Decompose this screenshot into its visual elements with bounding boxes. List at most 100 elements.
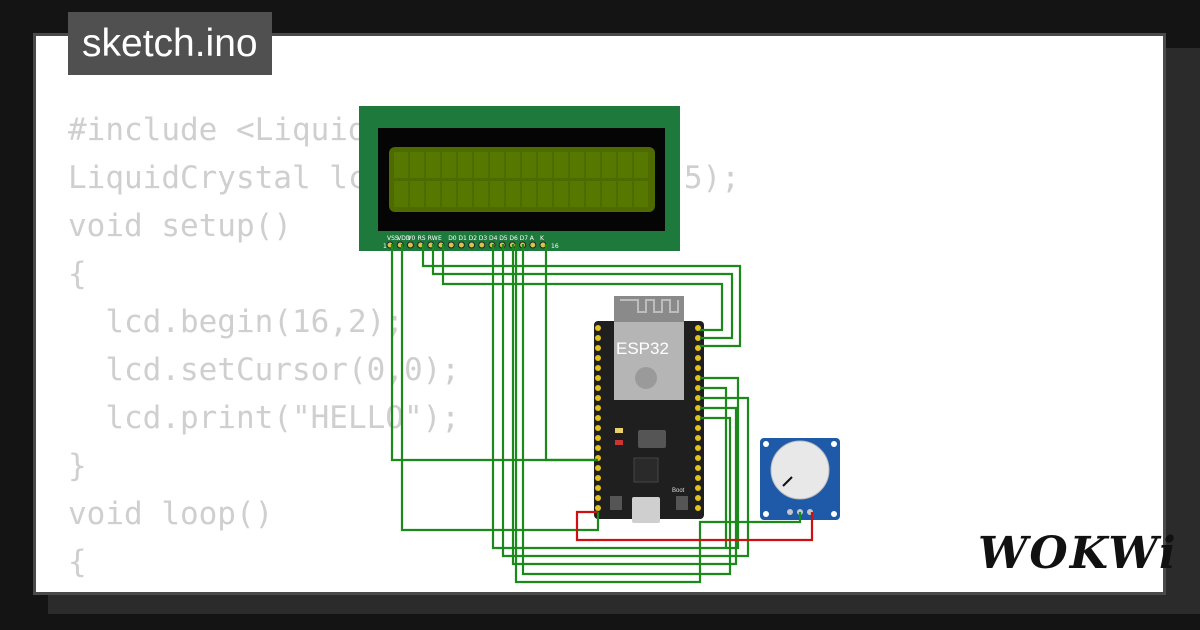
lcd-pin-label: V0 xyxy=(407,235,415,242)
espressif-logo-icon xyxy=(635,367,657,389)
wire xyxy=(575,510,814,542)
code-line: lcd.setCursor(0,0); xyxy=(68,352,460,388)
esp32-pin xyxy=(695,365,701,371)
esp32-pin xyxy=(595,465,601,471)
lcd-pin xyxy=(447,241,455,249)
esp32-pin xyxy=(695,355,701,361)
wire xyxy=(700,386,728,548)
esp32-pin xyxy=(695,435,701,441)
lcd-char-cell xyxy=(506,152,520,178)
lcd-char-cell xyxy=(538,152,552,178)
lcd-char-cell xyxy=(410,152,424,178)
lcd-char-cell xyxy=(522,181,536,207)
lcd-cell-grid xyxy=(394,152,648,207)
lcd-char-cell xyxy=(458,181,472,207)
lcd-char-cell xyxy=(586,152,600,178)
wire xyxy=(521,244,732,576)
lcd-pin-label: RS xyxy=(418,235,426,242)
wire xyxy=(514,244,802,584)
en-button xyxy=(610,496,622,510)
lcd-pin-label: D3 xyxy=(479,235,488,242)
lcd-pin xyxy=(468,241,476,249)
lcd-pin-label: A xyxy=(530,235,535,242)
esp32-pin xyxy=(695,325,701,331)
lcd-pin-label: D4 xyxy=(489,235,498,242)
wire xyxy=(511,244,738,566)
lcd-pin-label: E xyxy=(438,235,442,242)
lcd-pin-label: D1 xyxy=(458,235,467,242)
lcd-char-cell xyxy=(570,181,584,207)
wire xyxy=(501,244,750,558)
led-icon xyxy=(615,428,623,433)
lcd-char-cell xyxy=(586,181,600,207)
mount-hole xyxy=(831,441,837,447)
lcd-pin-label: K xyxy=(540,235,545,242)
esp32-pin xyxy=(595,415,601,421)
lcd-pin xyxy=(406,241,414,249)
filename-tab[interactable]: sketch.ino xyxy=(68,12,272,75)
usb-uart-chip xyxy=(633,457,659,483)
potentiometer[interactable] xyxy=(760,438,840,520)
esp32-pin xyxy=(695,335,701,341)
esp32-pin xyxy=(595,405,601,411)
lcd-char-cell xyxy=(634,152,648,178)
wires-red xyxy=(575,510,814,542)
esp32-pin xyxy=(695,495,701,501)
esp32-pin xyxy=(595,435,601,441)
code-line: void loop() xyxy=(68,496,274,532)
esp32-pin xyxy=(595,365,601,371)
code-line: void setup() xyxy=(68,208,292,244)
esp32-pin xyxy=(595,425,601,431)
boot-button xyxy=(676,496,688,510)
esp32-pin xyxy=(695,375,701,381)
esp32-pin xyxy=(695,475,701,481)
wires-green xyxy=(390,244,802,584)
lcd-char-cell xyxy=(442,181,456,207)
mount-hole xyxy=(763,511,769,517)
wire xyxy=(491,244,740,550)
esp32-pin xyxy=(695,455,701,461)
lcd-pin-label: D7 xyxy=(520,235,529,242)
lcd-pin xyxy=(457,241,465,249)
lcd-pin xyxy=(529,241,537,249)
lcd-char-cell xyxy=(426,152,440,178)
esp32-pin xyxy=(595,325,601,331)
lcd-char-cell xyxy=(474,181,488,207)
lcd-pin-label: D2 xyxy=(469,235,478,242)
lcd-pin-label: D0 xyxy=(448,235,457,242)
esp32-pin xyxy=(695,425,701,431)
lcd-char-cell xyxy=(442,152,456,178)
esp32-board[interactable]: ESP32 Boot xyxy=(594,296,704,523)
lcd-char-cell xyxy=(618,152,632,178)
lcd-char-cell xyxy=(394,181,408,207)
wire xyxy=(400,244,600,532)
lcd-char-cell xyxy=(458,152,472,178)
lcd-char-cell xyxy=(602,152,616,178)
pot-indicator xyxy=(782,476,793,487)
lcd-char-cell xyxy=(490,152,504,178)
lcd-char-cell xyxy=(554,152,568,178)
esp32-pin xyxy=(595,385,601,391)
wire xyxy=(441,244,724,332)
lcd-char-cell xyxy=(570,152,584,178)
wire xyxy=(544,244,598,462)
esp32-pin xyxy=(595,445,601,451)
esp32-pin xyxy=(695,445,701,451)
lcd-pin-label: VDD xyxy=(397,235,411,242)
lcd-char-cell xyxy=(554,181,568,207)
mount-hole xyxy=(763,441,769,447)
esp32-pin xyxy=(595,345,601,351)
code-line: } xyxy=(68,448,87,484)
lcd-char-cell xyxy=(538,181,552,207)
lcd-char-cell xyxy=(618,181,632,207)
lcd-char-cell xyxy=(602,181,616,207)
esp32-pin xyxy=(695,485,701,491)
lcd-pin-label: RW xyxy=(428,235,438,242)
esp32-label: ESP32 xyxy=(616,339,669,358)
esp32-pin xyxy=(595,475,601,481)
esp32-pin xyxy=(595,485,601,491)
esp32-pins-right xyxy=(695,325,701,511)
esp32-pin xyxy=(695,385,701,391)
